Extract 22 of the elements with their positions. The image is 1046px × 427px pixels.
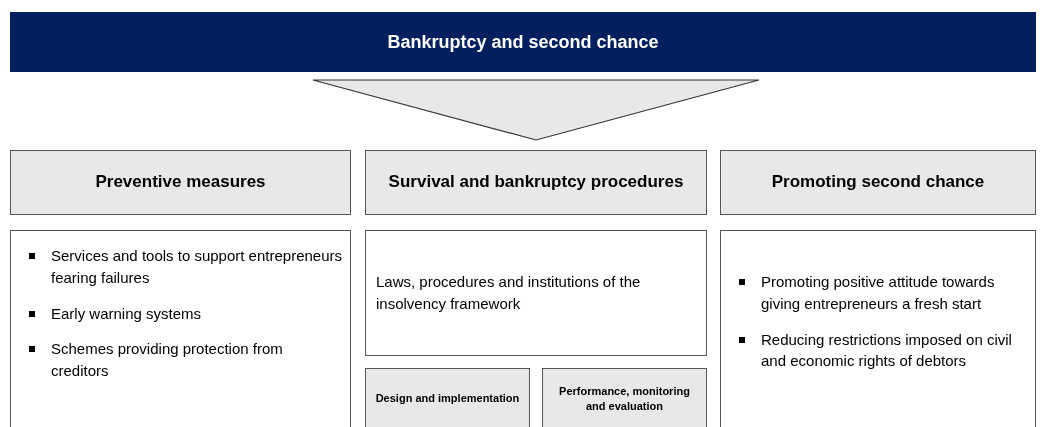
bullet-item: Promoting positive attitude towards giving entrepreneurs a fresh start (733, 271, 1027, 315)
body-text: Design and implementation (375, 391, 520, 407)
down-chevron-arrow (312, 79, 760, 141)
column-header (10, 150, 351, 215)
bullet-list-panel (10, 230, 351, 427)
banner-label: Bankruptcy and second chance (387, 30, 659, 54)
sub-box (365, 368, 530, 427)
header-label: Survival and bankruptcy procedures (388, 171, 684, 194)
bullet-item: Early warning systems (23, 302, 342, 325)
bullet-list-panel (720, 230, 1036, 427)
bullet-item: Schemes providing protection from creditors (23, 338, 342, 382)
description-panel (365, 230, 707, 356)
column-header (365, 150, 707, 215)
bullet-item: Services and tools to support entrepreneurs fearing failures (23, 245, 342, 289)
body-text: Laws, procedures and institutions of the insolvency framework (376, 272, 642, 314)
title-banner (10, 12, 1036, 72)
header-label: Promoting second chance (771, 171, 985, 194)
bullet-item: Reducing restrictions imposed on civil and economic rights of debtors (733, 328, 1027, 372)
header-label: Preventive measures (95, 171, 266, 194)
sub-box (542, 368, 707, 427)
body-text: Performance, monitoring and evaluation (558, 383, 691, 414)
column-header (720, 150, 1036, 215)
